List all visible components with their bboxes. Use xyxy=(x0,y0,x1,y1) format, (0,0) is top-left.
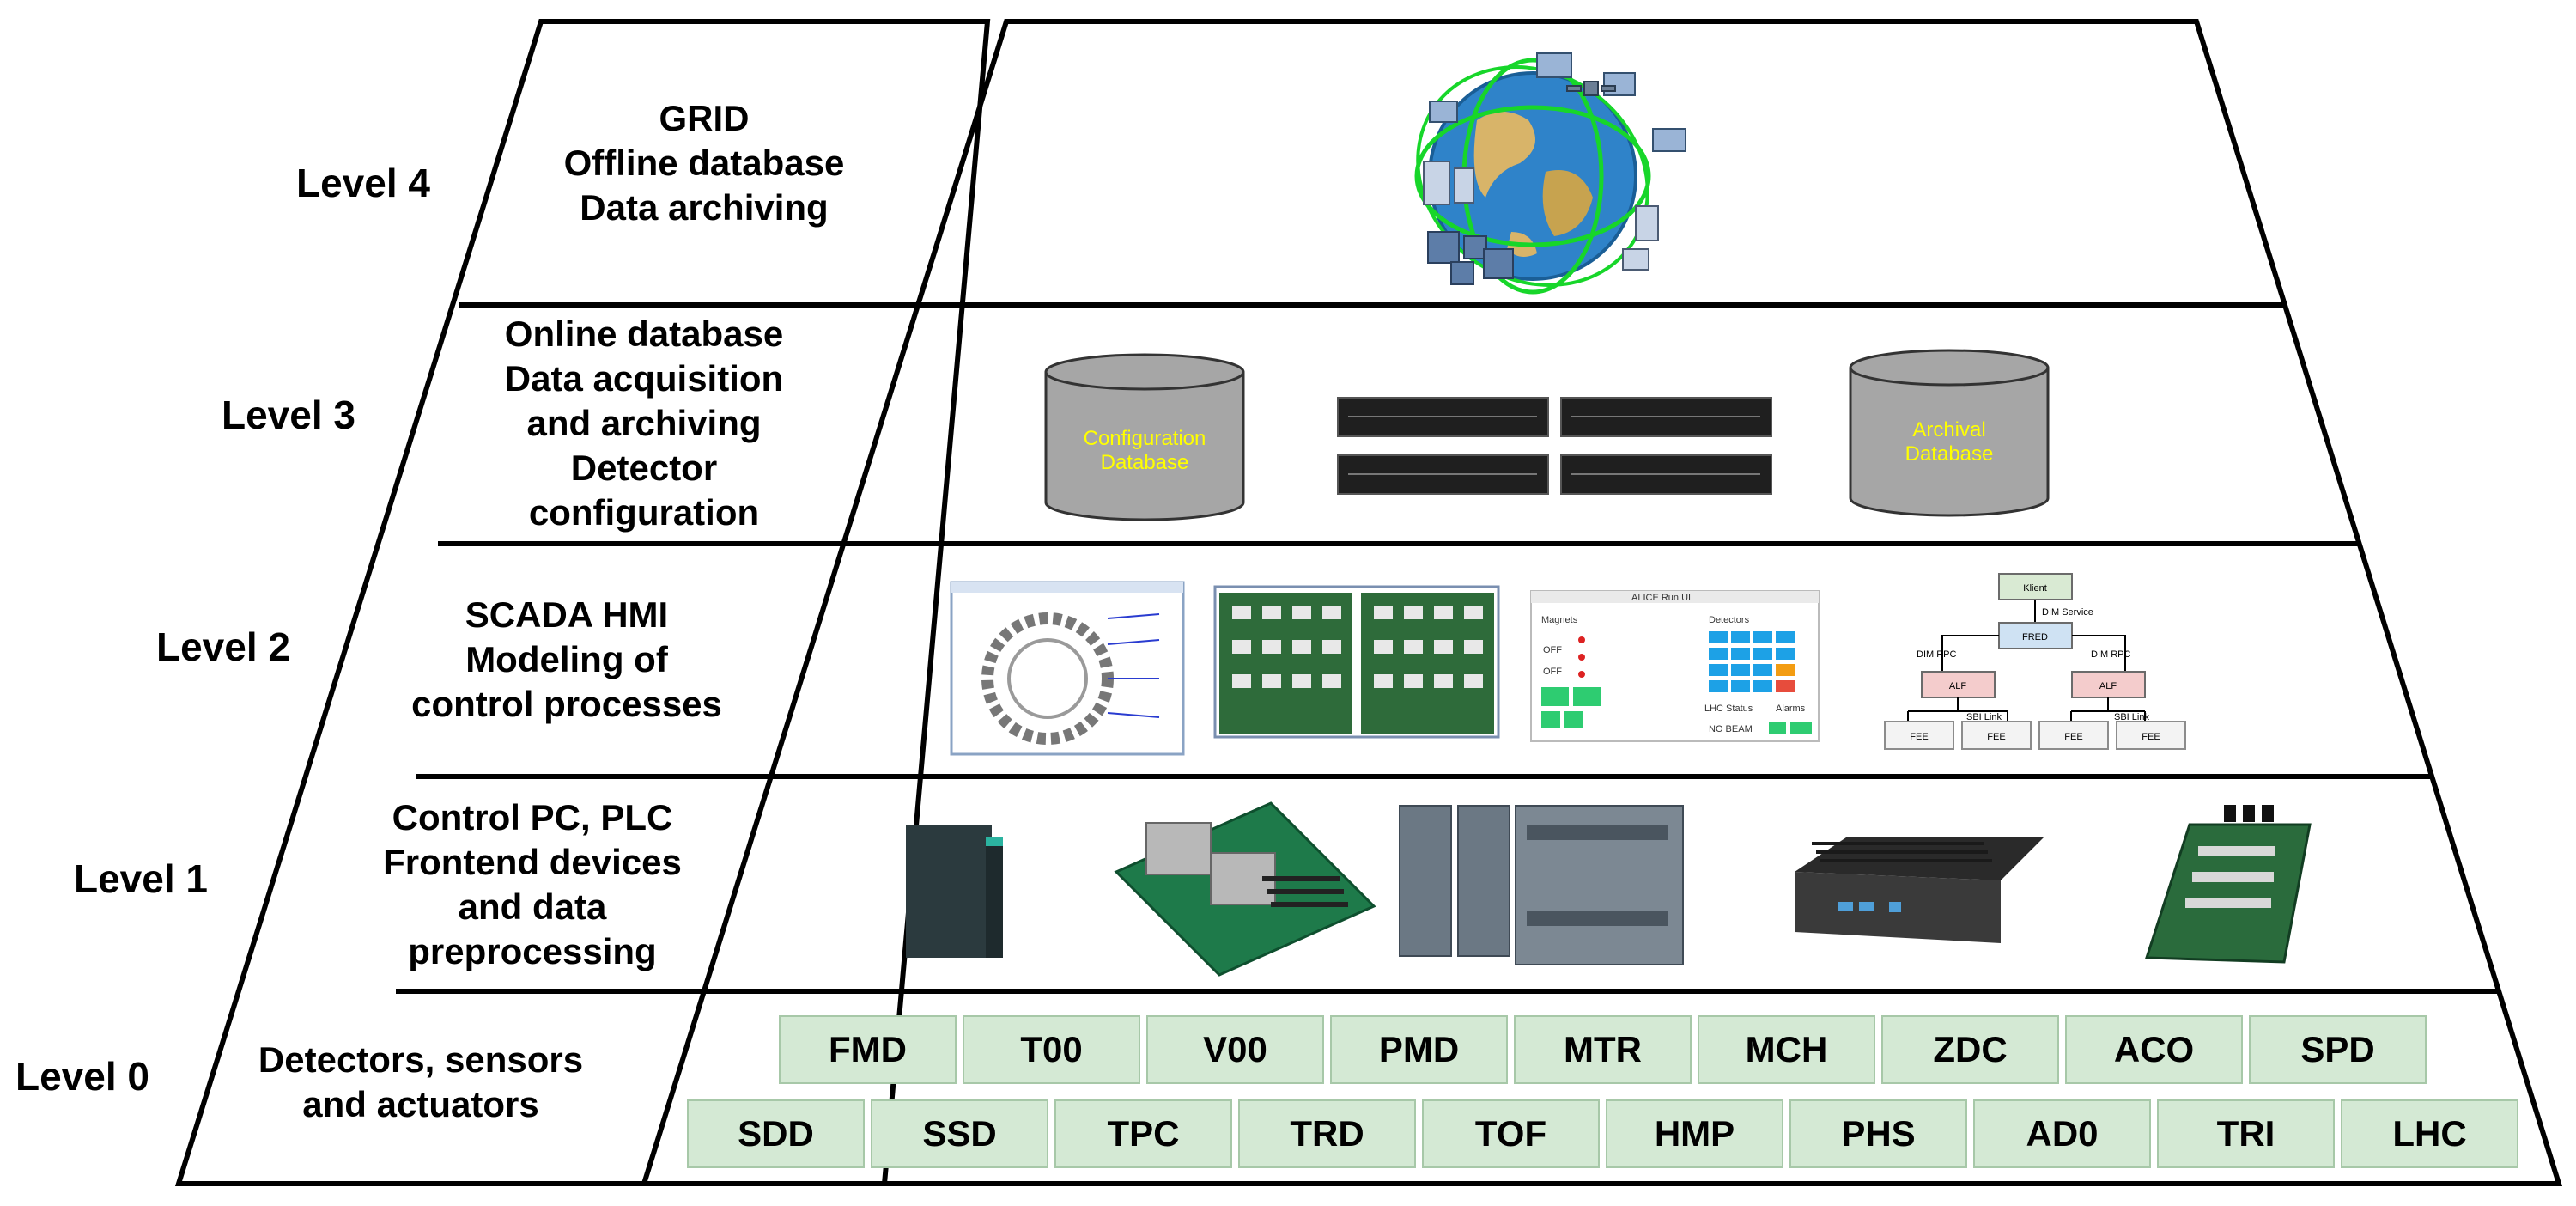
configuration-database-label: Database xyxy=(1101,451,1189,474)
grid-globe-illustration xyxy=(1414,52,1686,295)
detector-box-aco: ACO xyxy=(2065,1015,2243,1084)
sbi-link-label: SBI Link xyxy=(2114,712,2149,722)
siemens-plc-rack-image xyxy=(1399,805,1684,965)
detector-box-tpc: TPC xyxy=(1054,1099,1232,1168)
scada-alarms-label: Alarms xyxy=(1776,704,1806,714)
fee-node: FEE xyxy=(1910,732,1928,742)
detector-box-tri: TRI xyxy=(2157,1099,2335,1168)
fred-node: FRED xyxy=(2022,632,2048,643)
detector-box-trd: TRD xyxy=(1238,1099,1416,1168)
level-4-label: Level 4 xyxy=(296,161,430,205)
detector-box-phs: PHS xyxy=(1789,1099,1967,1168)
frontend-board-screenshot xyxy=(1213,585,1500,739)
detector-box-sdd: SDD xyxy=(687,1099,865,1168)
fee-node: FEE xyxy=(2142,732,2160,742)
detector-box-zdc: ZDC xyxy=(1881,1015,2059,1084)
detector-box-spd: SPD xyxy=(2249,1015,2427,1084)
sbi-link-label: SBI Link xyxy=(1966,712,2002,722)
fee-node: FEE xyxy=(1987,732,2005,742)
dim-rpc-label: DIM RPC xyxy=(2091,649,2131,660)
scada-state-text: OFF xyxy=(1543,645,1562,655)
level-illustration-column xyxy=(640,19,2563,1186)
klient-node: Klient xyxy=(2023,583,2047,594)
scada-detectors-header: Detectors xyxy=(1709,615,1750,625)
level-2-label: Level 2 xyxy=(156,624,290,669)
storage-cube-icon xyxy=(1427,231,1514,285)
scada-lhc-status-label: LHC Status xyxy=(1704,704,1753,714)
detector-box-ssd: SSD xyxy=(871,1099,1048,1168)
archival-database: Archival Database xyxy=(1849,349,2050,517)
scada-state-text: OFF xyxy=(1543,667,1562,677)
detector-box-ad0: AD0 xyxy=(1973,1099,2151,1168)
fee-node: FEE xyxy=(2064,732,2082,742)
detector-box-t00: T00 xyxy=(963,1015,1140,1084)
detector-box-hmp: HMP xyxy=(1606,1099,1783,1168)
level-3-description: Online database Data acquisition and arc… xyxy=(504,313,784,533)
configuration-database: Configuration Database xyxy=(1044,353,1245,521)
level-3-label: Level 3 xyxy=(222,393,355,437)
detector-box-tof: TOF xyxy=(1422,1099,1600,1168)
detector-box-fmd: FMD xyxy=(779,1015,957,1084)
dim-rpc-label: DIM RPC xyxy=(1917,649,1957,660)
detector-box-v00: V00 xyxy=(1146,1015,1324,1084)
level-0-description: Detectors, sensors and actuators xyxy=(258,1039,584,1124)
server-motherboard-image xyxy=(1114,801,1376,977)
embedded-pc-image xyxy=(1795,838,2044,943)
alf-node: ALF xyxy=(2099,681,2117,691)
configuration-database-label: Configuration xyxy=(1084,427,1206,450)
detector-box-lhc: LHC xyxy=(2341,1099,2518,1168)
archival-database-label: Database xyxy=(1905,442,1994,466)
detector-box-mtr: MTR xyxy=(1514,1015,1692,1084)
level-0-label: Level 0 xyxy=(15,1054,149,1099)
scada-beam-status: NO BEAM xyxy=(1709,724,1753,734)
archival-database-label: Archival xyxy=(1912,418,1985,442)
server-rack-icon xyxy=(1423,161,1659,271)
detector-geometry-screenshot xyxy=(950,581,1185,756)
satellite-icon xyxy=(1566,81,1616,96)
control-tree-diagram: Klient DIM Service FRED DIM RPC DIM RPC … xyxy=(1884,573,2186,750)
scada-panel-screenshot: ALICE Run UI Magnets Detectors OFF OFF L… xyxy=(1530,590,1820,742)
frontend-card-image xyxy=(2144,805,2312,964)
plc-module-image xyxy=(906,825,1003,958)
level-4-description: GRID Offline database Data archiving xyxy=(563,98,845,228)
scada-panel-title: ALICE Run UI xyxy=(1631,593,1691,603)
level-2-description: SCADA HMI Modeling of control processes xyxy=(411,594,722,724)
alf-node: ALF xyxy=(1949,681,1966,691)
dim-service-label: DIM Service xyxy=(2042,607,2093,618)
level-1-description: Control PC, PLC Frontend devices and dat… xyxy=(383,797,682,971)
scada-magnets-header: Magnets xyxy=(1541,615,1578,625)
detector-box-mch: MCH xyxy=(1698,1015,1875,1084)
detector-box-pmd: PMD xyxy=(1330,1015,1508,1084)
level-1-label: Level 1 xyxy=(74,856,208,901)
storage-server-array xyxy=(1337,397,1772,495)
monitor-icon xyxy=(1429,52,1686,152)
